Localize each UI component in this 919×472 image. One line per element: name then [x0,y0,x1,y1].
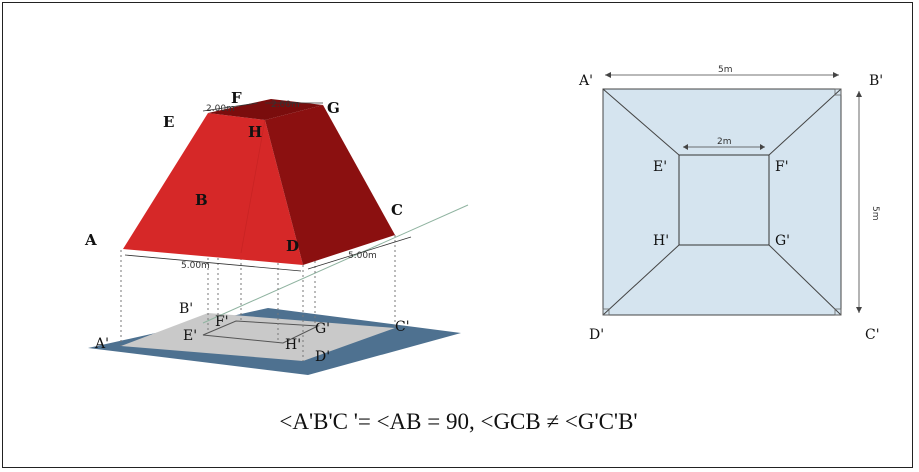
proj-label-b: B' [179,301,193,317]
plan-label-c: C' [865,327,880,343]
hidden-edge [240,119,266,254]
right-angle-marks [602,88,842,316]
vertex-label-a: A [84,231,97,249]
dimension-lines [124,102,412,272]
plan-label-h: H' [653,233,669,249]
vertex-label-g: G [327,99,340,117]
figure-frame: 2.00m 2.00m 5.00m 5.00m E F G H B C A D … [2,2,913,468]
projection-lines [120,235,396,361]
vertex-label-e: E [163,113,174,131]
footprint-square [121,313,395,361]
plan-dimension-lines [605,74,860,313]
vertex-label-f: F [231,89,242,107]
plan-label-g: G' [775,233,790,249]
front-face [123,113,303,265]
proj-label-f: F' [215,314,229,330]
plan-dim-inner-width: 2m [717,137,732,147]
vertex-label-h: H [248,123,262,141]
reference-line [202,204,469,324]
plan-label-d: D' [589,327,604,343]
vertex-label-b: B [195,191,208,209]
plan-label-b: B' [869,73,883,89]
plan-arrowheads [605,72,862,313]
dim-top-right: 2.00m [271,100,300,110]
plan-label-e: E' [653,159,667,175]
plan-view-figure: 5m 2m 5m A' B' C' D' E' F' H' G' [578,65,883,343]
proj-label-c: C' [395,319,410,335]
dim-top-left: 2.00m [206,104,235,114]
frustum-3d-figure: 2.00m 2.00m 5.00m 5.00m E F G H B C A D … [84,89,469,375]
dim-base-front: 5.00m [181,261,210,271]
plan-label-a: A' [578,73,593,89]
vertex-label-d: D [286,237,299,255]
proj-label-a: A' [94,336,109,352]
proj-label-d: D' [315,349,330,365]
inner-square-plan [678,154,770,246]
top-face [208,99,323,120]
plan-dim-outer-width: 5m [718,65,733,75]
proj-label-e: E' [183,328,197,344]
vertex-label-c: C [391,201,403,219]
proj-label-h: H' [285,337,301,353]
inner-square [202,320,320,344]
hip-lines [602,88,842,316]
proj-label-g: G' [315,321,330,337]
dim-base-side: 5.00m [348,251,377,261]
side-face [265,105,395,265]
plan-dim-outer-height: 5m [870,206,880,221]
plan-label-f: F' [775,159,789,175]
angle-caption: <A'B'C '= <AB = 90, <GCB ≠ <G'C'B' [279,409,638,434]
